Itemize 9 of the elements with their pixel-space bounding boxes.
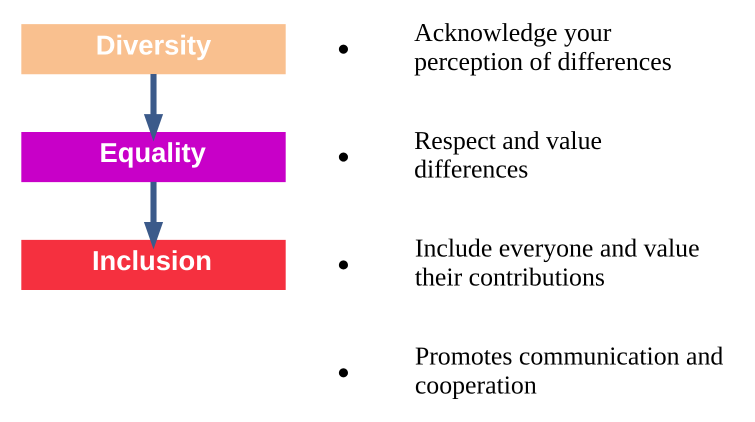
node-box: Diversity: [20, 24, 286, 74]
node-box: Inclusion: [20, 240, 286, 290]
arrow: [143, 74, 163, 142]
arrow: [143, 182, 163, 250]
node-box: Equality: [20, 132, 286, 182]
label: Promotes communication and cooperation: [414, 342, 723, 400]
label: Respect and value differences: [414, 126, 602, 184]
label: Include everyone and value their contributions: [414, 234, 700, 292]
label: Acknowledge your perception of differences: [414, 18, 672, 76]
